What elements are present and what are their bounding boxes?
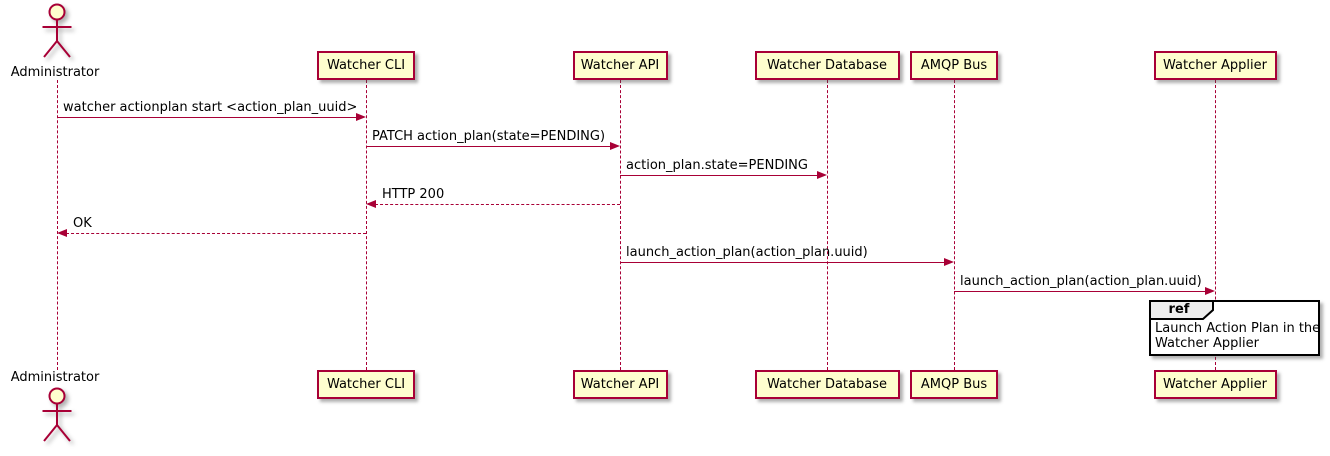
participant-watcher_api-bottom: Watcher API [572,370,668,399]
message-7-arrowhead [1205,287,1215,295]
message-1-arrowhead [356,113,366,121]
participant-amqp_bus-top: AMQP Bus [910,51,998,80]
message-4-line [375,204,620,205]
lifeline-amqp_bus [954,80,955,370]
message-5-label: OK [73,216,92,231]
participant-watcher_cli-top: Watcher CLI [317,51,415,80]
message-6-arrowhead [944,258,954,266]
lifeline-watcher_applier [1215,80,1216,370]
participant-watcher_database-top: Watcher Database [754,51,900,80]
message-7-line [954,291,1206,292]
message-6-label: launch_action_plan(action_plan.uuid) [626,245,868,260]
message-2-line [366,146,611,147]
message-5-line [66,233,366,234]
actor-figure-administrator-bottom [42,387,72,442]
message-3-label: action_plan.state=PENDING [626,158,808,173]
message-5-arrowhead [57,229,67,237]
ref-text-line-2: Watcher Applier [1155,336,1259,351]
message-4-arrowhead [366,200,376,208]
message-1-label: watcher actionplan start <action_plan_uu… [63,100,358,115]
message-3-line [620,175,818,176]
lifeline-watcher_database [827,80,828,370]
participant-amqp_bus-bottom: AMQP Bus [910,370,998,399]
participant-watcher_database-bottom: Watcher Database [754,370,900,399]
message-1-line [57,117,357,118]
message-7-label: launch_action_plan(action_plan.uuid) [960,274,1202,289]
message-2-label: PATCH action_plan(state=PENDING) [372,129,606,144]
message-3-arrowhead [817,171,827,179]
actor-figure-administrator-top [42,3,72,58]
message-4-label: HTTP 200 [382,187,445,202]
ref-text-line-1: Launch Action Plan in the [1155,321,1321,336]
participant-watcher_applier-top: Watcher Applier [1153,51,1277,80]
message-6-line [620,262,945,263]
ref-keyword-shape [1149,300,1214,320]
lifeline-watcher_cli [366,80,367,370]
actor-label-administrator-top: Administrator [10,65,100,80]
lifeline-administrator [57,80,58,370]
participant-watcher_applier-bottom: Watcher Applier [1153,370,1277,399]
participant-watcher_api-top: Watcher API [572,51,668,80]
ref-fragment: ref Launch Action Plan in the Watcher Ap… [1149,300,1320,356]
participant-watcher_cli-bottom: Watcher CLI [317,370,415,399]
lifeline-watcher_api [620,80,621,370]
actor-label-administrator-bottom: Administrator [10,370,100,385]
ref-keyword: ref [1168,302,1190,317]
message-2-arrowhead [610,142,620,150]
